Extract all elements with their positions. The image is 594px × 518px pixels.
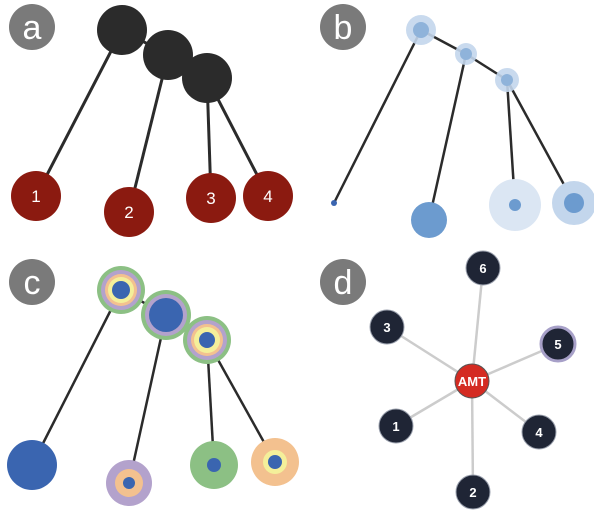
panel-d-spoke-node-3 — [369, 309, 405, 345]
panel-b-letter-badge — [320, 4, 366, 50]
panel-b-letter: b — [334, 9, 353, 47]
panel-a-leaf-node-2 — [104, 187, 154, 237]
panel-d-hub-node — [454, 363, 490, 399]
panel-c-edge — [127, 314, 168, 484]
panel-b-edges — [332, 28, 576, 221]
panel-d-spoke-node-5 — [539, 325, 577, 363]
panel-c-internal-node-core — [112, 281, 130, 299]
panel-c: c — [7, 259, 299, 506]
panel-d-spoke-label-1: 1 — [392, 419, 399, 434]
panel-c-leaf-node-4-core — [268, 455, 282, 469]
panel-a-leaf-node-3 — [186, 173, 236, 223]
panel-c-edge — [30, 289, 123, 466]
panel-d-spoke-label-2: 2 — [469, 485, 476, 500]
panel-c-leaf-node-1 — [7, 440, 57, 490]
panel-a-leaf-node-1 — [11, 171, 61, 221]
panel-d-hub-label: AMT — [458, 374, 486, 389]
panel-a: a 1 2 3 4 — [9, 4, 293, 237]
panel-d-spoke-label-6: 6 — [479, 261, 486, 276]
panel-c-letter-badge — [9, 259, 55, 305]
panel-c-leaf-node-3-core — [207, 458, 221, 472]
panel-d-spoke-label-5: 5 — [554, 337, 561, 352]
panel-d-spoke-label-3: 3 — [383, 320, 390, 335]
panel-d: d 1 2 3 4 5 6 AMT — [320, 250, 577, 510]
panel-b-edge — [427, 53, 468, 221]
panel-b-internal-node — [501, 74, 513, 86]
panel-a-leaf-node-4 — [243, 171, 293, 221]
panel-a-internal-node — [182, 53, 232, 103]
panel-a-edge — [127, 54, 170, 213]
panel-b-leaf-node-2 — [411, 202, 447, 238]
panel-a-leaf-label-2: 2 — [124, 203, 133, 222]
panel-a-leaf-label-3: 3 — [206, 189, 215, 208]
panel-d-spoke-label-4: 4 — [535, 425, 543, 440]
panel-d-edge — [470, 267, 485, 382]
panel-b-edge — [332, 29, 423, 204]
panel-b-internal-node — [413, 22, 429, 38]
panel-c-leaf-node-2-core — [123, 477, 135, 489]
panel-d-spoke-node-4 — [521, 414, 557, 450]
panel-b-leaf-node-3 — [509, 199, 521, 211]
panel-a-letter-badge — [9, 4, 55, 50]
panel-d-edge — [470, 380, 475, 493]
panel-a-leaf-label-4: 4 — [263, 187, 272, 206]
panel-b: b — [320, 4, 594, 238]
panel-d-spoke-node-2 — [455, 474, 491, 510]
panel-b-internal-node — [460, 48, 472, 60]
panel-d-spoke-node-6 — [465, 250, 501, 286]
panel-d-letter: d — [334, 264, 353, 302]
panel-d-spoke-node-1 — [378, 408, 414, 444]
panel-c-internal-node-core — [199, 332, 215, 348]
panel-b-leaf-node-4 — [564, 193, 584, 213]
panel-a-leaf-label-1: 1 — [31, 187, 40, 206]
panel-d-letter-badge — [320, 259, 366, 305]
panel-a-internal-node — [97, 5, 147, 55]
panel-c-letter: c — [24, 264, 41, 302]
panel-a-letter: a — [23, 9, 42, 47]
panel-b-edge — [505, 79, 576, 204]
panel-b-leaf-node-1 — [331, 200, 337, 206]
panel-a-edge — [34, 29, 124, 197]
panel-a-internal-node — [143, 30, 193, 80]
panel-c-internal-node-core — [149, 298, 183, 332]
